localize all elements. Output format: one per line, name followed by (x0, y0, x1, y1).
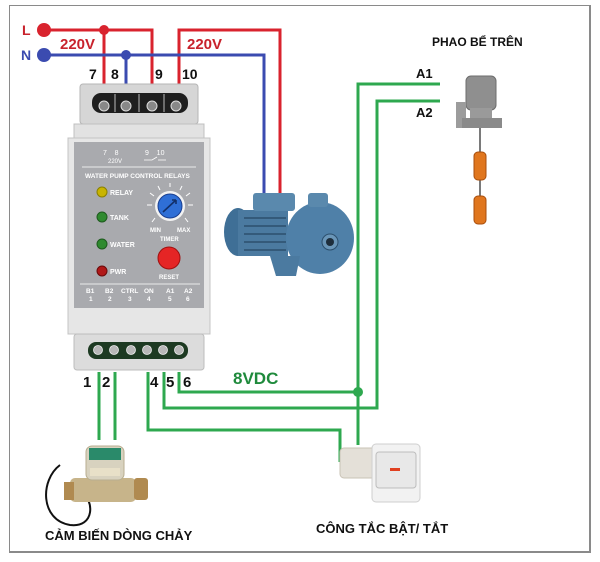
terminal-4-label: 4 (150, 374, 159, 391)
pin6-wire (177, 372, 358, 394)
panel-voltage: 220V (108, 159, 122, 165)
pin-a2-name: A2 (184, 288, 193, 295)
flow-sensor-image (45, 445, 148, 527)
diagram-frame (9, 5, 591, 553)
neutral-bus (42, 53, 266, 193)
screw-1[interactable] (93, 345, 103, 355)
screw-3[interactable] (126, 345, 136, 355)
toggle-switch-image (339, 443, 421, 503)
led-water-label: WATER (110, 242, 135, 249)
terminal-1-label: 1 (83, 374, 91, 391)
led-pwr-label: PWR (110, 269, 126, 276)
screw-5[interactable] (158, 345, 168, 355)
pin-on-name: ON (144, 288, 154, 295)
relay-title: WATER PUMP CONTROL RELAYS (85, 173, 191, 180)
float-switch-image (456, 75, 502, 225)
timer-label: TIMER (160, 237, 179, 243)
a2-wire (162, 99, 440, 410)
led-relay (96, 186, 108, 198)
bottom-terminal-strip (88, 342, 188, 359)
live-terminal-10-to-pump (177, 28, 282, 193)
float-lower (473, 195, 487, 225)
pin-b2-name: B2 (105, 288, 114, 295)
live-bus (42, 28, 154, 84)
panel-terminals-right: 9 10 (145, 150, 165, 157)
toggle-indicator (390, 468, 400, 471)
terminal-8-label: 8 (111, 66, 119, 82)
neutral-terminal-dot (37, 48, 51, 62)
pin-a1-num: 5 (168, 296, 172, 303)
a1-wire (356, 82, 440, 430)
dc-voltage-label: 8VDC (233, 369, 278, 388)
screw-2[interactable] (109, 345, 119, 355)
pin-a2-num: 6 (186, 296, 190, 303)
voltage-label-right: 220V (187, 36, 222, 53)
flow-sensor-caption: CẢM BIẾN DÒNG CHẢY (45, 528, 193, 543)
live-terminal-dot (37, 23, 51, 37)
reset-label: RESET (159, 275, 179, 281)
terminal-7-label: 7 (89, 66, 97, 82)
float-switch-title: PHAO BỂ TRÊN (432, 34, 523, 49)
relay-faceplate (74, 142, 204, 308)
terminal-9-label: 9 (155, 66, 163, 82)
terminal-6-label: 6 (183, 374, 191, 391)
pin-b1-num: 1 (89, 296, 93, 303)
signal-wires (97, 82, 440, 462)
screw-6[interactable] (174, 345, 184, 355)
terminal-10-label: 10 (182, 66, 198, 82)
neutral-junction-dot (121, 50, 131, 60)
pin4-wire (146, 372, 342, 462)
reset-button[interactable] (157, 246, 181, 270)
toggle-switch-caption: CÔNG TẮC BẬT/ TẮT (316, 521, 448, 536)
pin-b2-num: 2 (108, 296, 112, 303)
led-relay-label: RELAY (110, 190, 133, 197)
led-tank (96, 211, 108, 223)
pin-b1-name: B1 (86, 288, 95, 295)
screw-10[interactable] (170, 100, 182, 112)
float-upper (473, 151, 487, 181)
screw-8[interactable] (120, 100, 132, 112)
line-label: L (22, 22, 31, 38)
timer-knob[interactable] (147, 183, 193, 223)
dc-junction-dot (353, 387, 363, 397)
live-junction-dot (99, 25, 109, 35)
pin-on-num: 4 (147, 296, 151, 303)
a1-label: A1 (416, 66, 433, 81)
screw-9[interactable] (146, 100, 158, 112)
led-water (96, 238, 108, 250)
voltage-label-left: 220V (60, 36, 95, 53)
panel-terminals-left: 7 8 (103, 150, 119, 157)
screw-4[interactable] (142, 345, 152, 355)
a2-label: A2 (416, 105, 433, 120)
led-pwr (96, 265, 108, 277)
led-tank-label: TANK (110, 215, 129, 222)
pin-ctrl-num: 3 (128, 296, 132, 303)
knob-pointer-icon (162, 199, 177, 213)
screw-7[interactable] (98, 100, 110, 112)
water-pump-image (224, 193, 354, 276)
neutral-label: N (21, 47, 31, 63)
knob-min-label: MIN (150, 228, 161, 234)
terminal-5-label: 5 (166, 374, 174, 391)
pin-a1-name: A1 (166, 288, 175, 295)
terminal-2-label: 2 (102, 374, 110, 391)
knob-max-label: MAX (177, 228, 190, 234)
live-wires (42, 28, 282, 193)
pin-ctrl-name: CTRL (121, 288, 138, 295)
pump-control-relay: 7 8 220V 9 10 WATER PUMP CONTROL RELAYS … (67, 83, 211, 371)
